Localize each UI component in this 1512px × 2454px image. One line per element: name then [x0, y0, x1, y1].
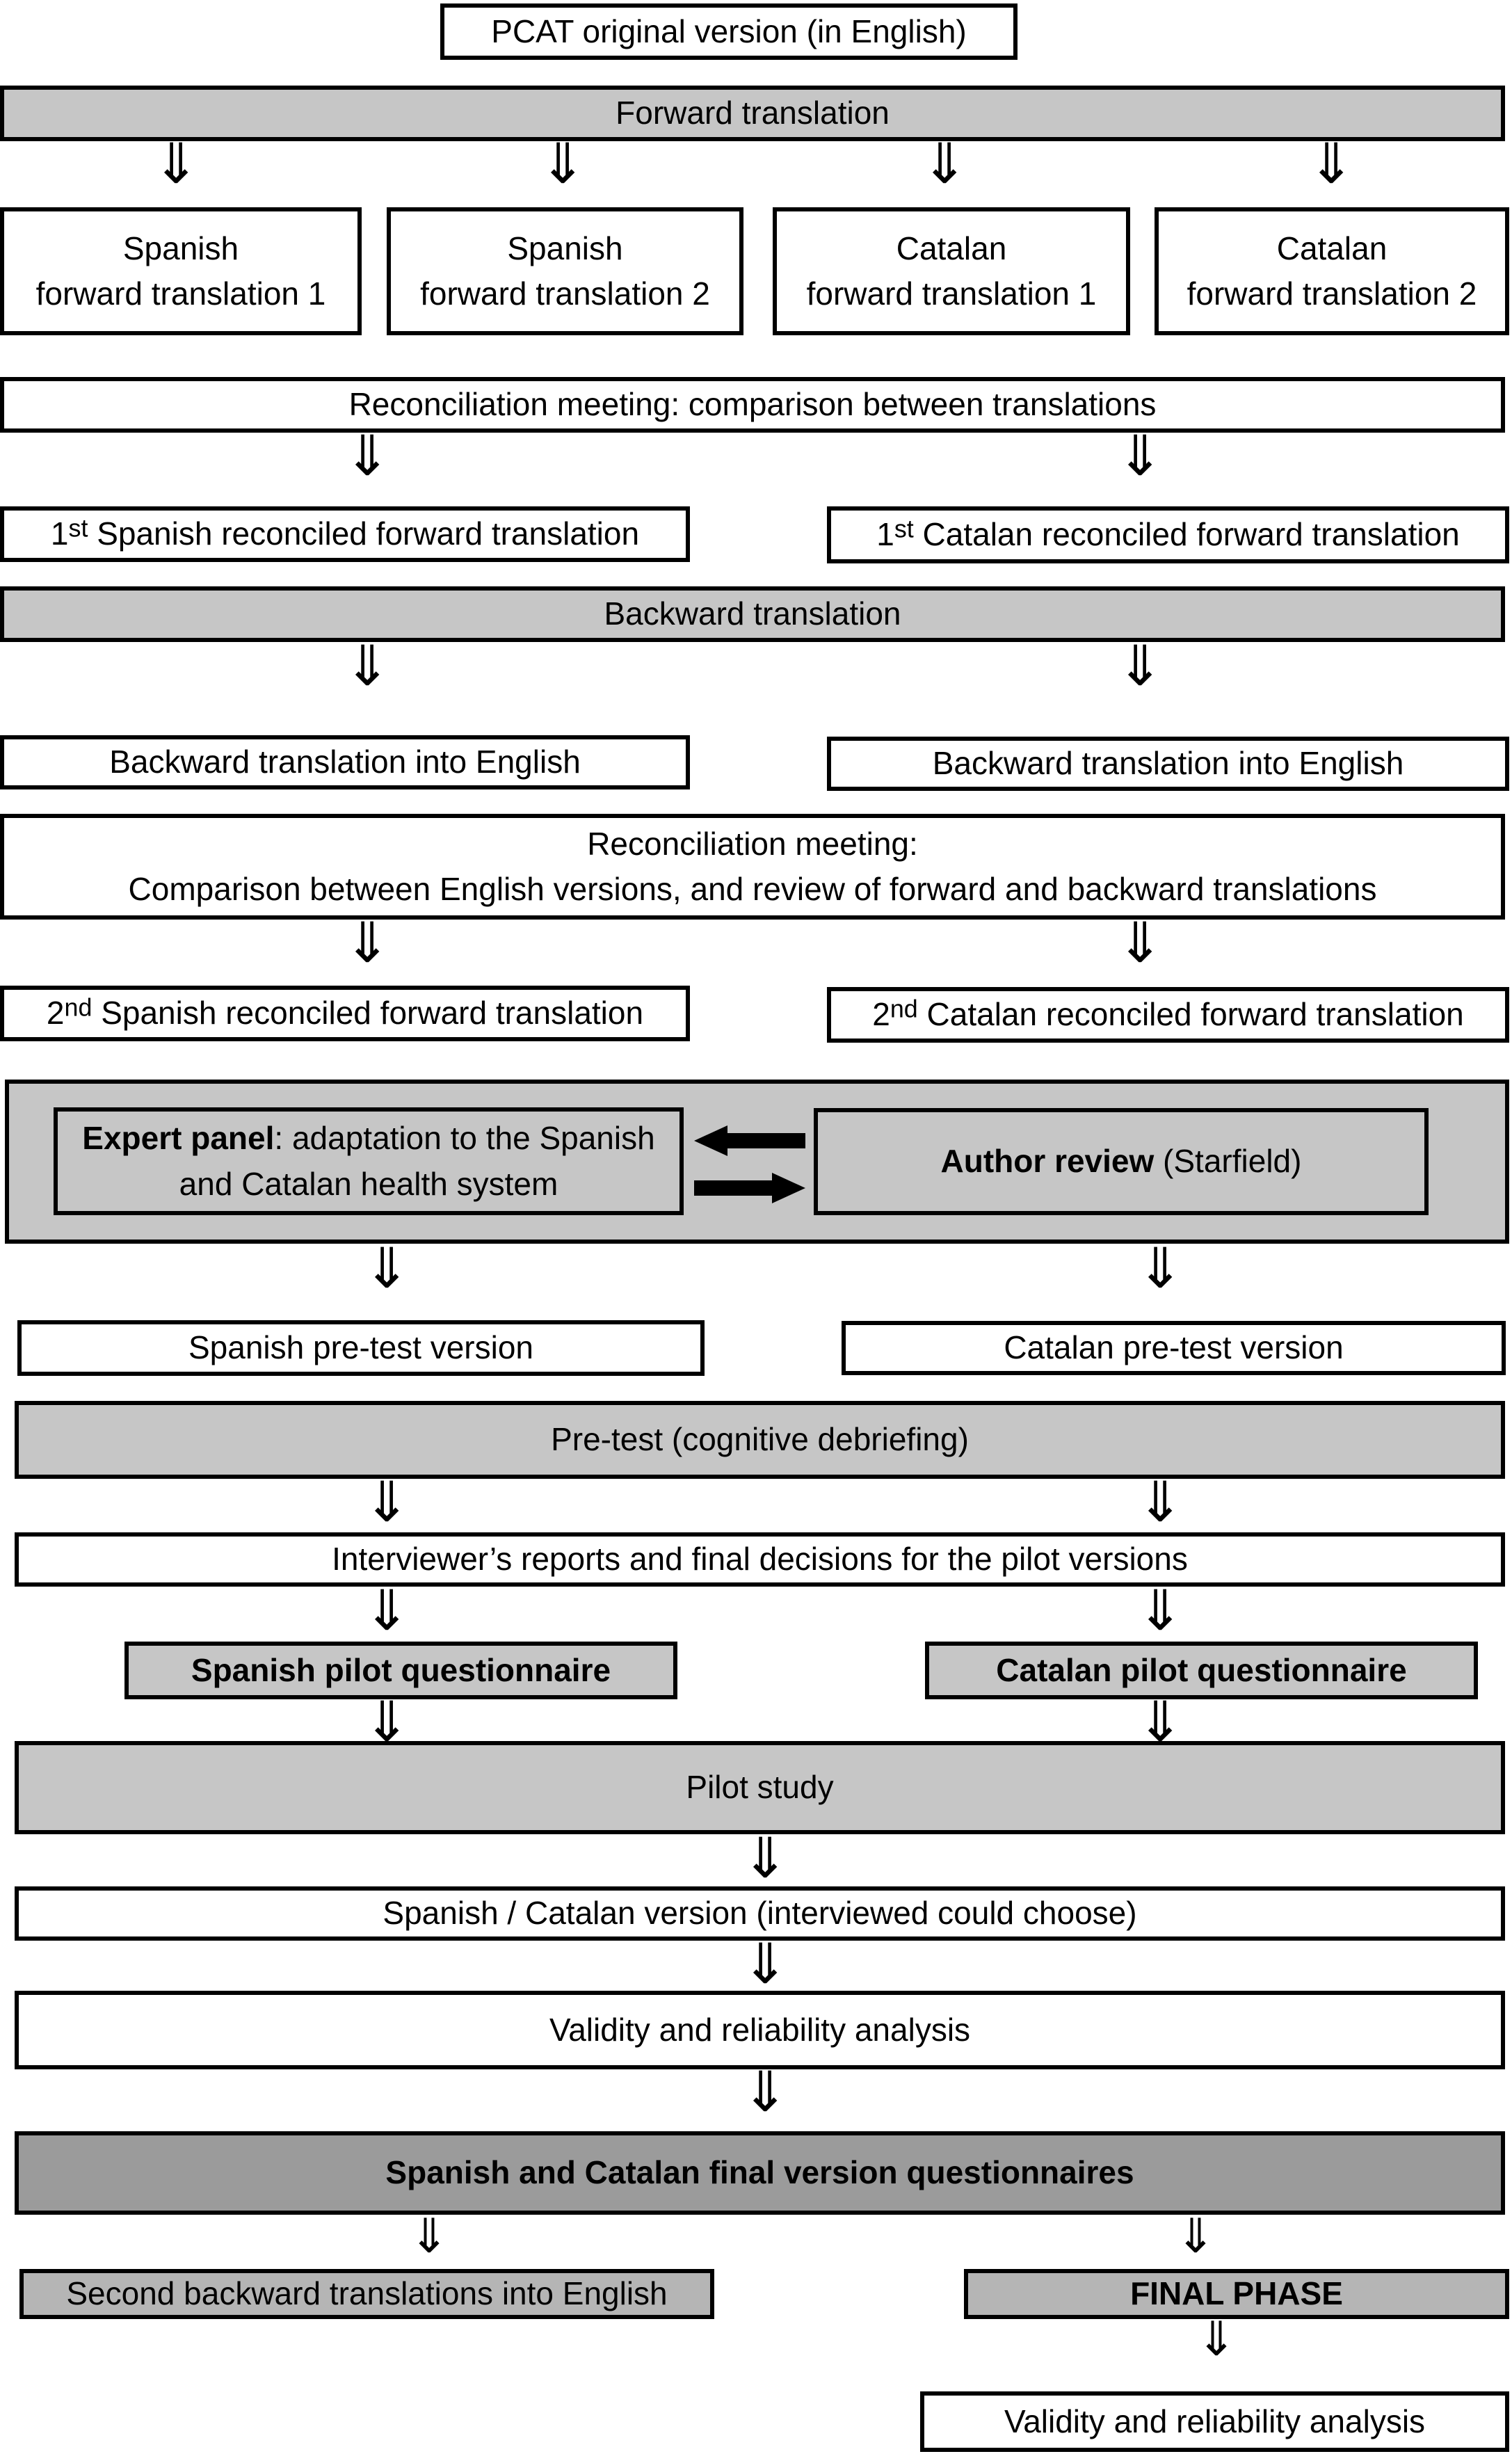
spanish-ft1-line1: Spanish [122, 230, 239, 266]
catalan-ft1-line1: Catalan [896, 230, 1007, 266]
final-phase-label: FINAL PHASE [1130, 2275, 1343, 2312]
backward-into-english-right-box: Backward translation into English [827, 737, 1509, 791]
down-arrow-icon: ⇓ [363, 1470, 410, 1534]
down-arrow-icon: ⇓ [344, 634, 391, 698]
pcat-original-box: PCAT original version (in English) [440, 3, 1018, 60]
expert-panel-line1: Expert panel: adaptation to the Spanish [82, 1120, 655, 1157]
second-catalan-reconciled-box: 2nd Catalan reconciled forward translati… [827, 987, 1509, 1043]
down-arrow-icon: ⇓ [921, 131, 968, 196]
down-arrow-icon: ⇓ [1136, 1578, 1184, 1643]
spanish-ft1-line2: forward translation 1 [35, 275, 326, 312]
catalan-pretest-label: Catalan pre-test version [1004, 1329, 1344, 1366]
spanish-ft2-line1: Spanish [507, 230, 623, 266]
catalan-ft2-line2: forward translation 2 [1187, 275, 1477, 312]
spanish-catalan-version-bar: Spanish / Catalan version (interviewed c… [15, 1886, 1505, 1941]
catalan-forward-translation-2-box: Catalan forward translation 2 [1155, 207, 1509, 335]
interviewer-reports-label: Interviewer’s reports and final decision… [332, 1541, 1188, 1578]
forward-translation-label: Forward translation [616, 95, 890, 131]
down-arrow-icon: ⇓ [1175, 2209, 1216, 2264]
pilot-study-bar: Pilot study [15, 1741, 1505, 1834]
down-arrow-icon: ⇓ [1136, 1470, 1184, 1534]
forward-translation-bar: Forward translation [0, 86, 1505, 141]
catalan-pretest-version-box: Catalan pre-test version [842, 1321, 1506, 1375]
down-arrow-icon: ⇓ [1136, 1690, 1184, 1754]
down-arrow-icon: ⇓ [1116, 911, 1164, 975]
backward-translation-label: Backward translation [604, 595, 901, 632]
first-catalan-reconciled-box: 1st Catalan reconciled forward translati… [827, 506, 1509, 563]
reconciliation-2-line1: Reconciliation meeting: [587, 825, 918, 862]
first-spanish-label: 1st Spanish reconciled forward translati… [50, 514, 640, 552]
catalan-pilot-questionnaire-box: Catalan pilot questionnaire [925, 1642, 1478, 1699]
expert-panel-line2: and Catalan health system [179, 1165, 558, 1202]
down-arrow-icon: ⇓ [1136, 1236, 1184, 1301]
spanish-pilot-questionnaire-box: Spanish pilot questionnaire [124, 1642, 677, 1699]
pretest-label: Pre-test (cognitive debriefing) [551, 1421, 969, 1458]
catalan-ft1-line2: forward translation 1 [806, 275, 1097, 312]
down-arrow-icon: ⇓ [741, 2060, 789, 2124]
spanish-forward-translation-2-box: Spanish forward translation 2 [387, 207, 743, 335]
down-arrow-icon: ⇓ [1308, 131, 1355, 196]
second-spanish-label: 2nd Spanish reconciled forward translati… [46, 993, 644, 1032]
down-arrow-icon: ⇓ [741, 1932, 789, 1996]
down-arrow-icon: ⇓ [1116, 424, 1164, 488]
spanish-pretest-label: Spanish pre-test version [188, 1329, 534, 1366]
down-arrow-icon: ⇓ [741, 1826, 789, 1891]
pretest-cognitive-debriefing-bar: Pre-test (cognitive debriefing) [15, 1401, 1505, 1479]
pilot-study-label: Pilot study [686, 1769, 834, 1806]
down-arrow-icon: ⇓ [344, 424, 391, 488]
down-arrow-icon: ⇓ [363, 1236, 410, 1301]
author-review-box: Author review (Starfield) [814, 1108, 1429, 1215]
author-review-label: Author review (Starfield) [940, 1143, 1302, 1180]
bte-left-label: Backward translation into English [109, 744, 581, 780]
final-version-questionnaires-bar: Spanish and Catalan final version questi… [15, 2131, 1505, 2215]
expert-panel-box: Expert panel: adaptation to the Spanish … [54, 1107, 684, 1215]
second-spanish-reconciled-box: 2nd Spanish reconciled forward translati… [0, 986, 690, 1041]
down-arrow-icon: ⇓ [152, 131, 200, 196]
bte-right-label: Backward translation into English [932, 745, 1404, 782]
down-arrow-icon: ⇓ [1196, 2312, 1237, 2367]
reconciliation-meeting-1-bar: Reconciliation meeting: comparison betwe… [0, 377, 1505, 433]
final-phase-box: FINAL PHASE [964, 2269, 1509, 2319]
reconciliation-1-label: Reconciliation meeting: comparison betwe… [348, 386, 1157, 423]
down-arrow-icon: ⇓ [344, 911, 391, 975]
validity-2-label: Validity and reliability analysis [1004, 2403, 1426, 2439]
spanish-ft2-line2: forward translation 2 [420, 275, 710, 312]
spanish-pilot-label: Spanish pilot questionnaire [191, 1651, 611, 1688]
down-arrow-icon: ⇓ [409, 2209, 449, 2264]
solid-left-arrow-icon [694, 1125, 805, 1156]
solid-right-arrow-icon [694, 1173, 805, 1203]
down-arrow-icon: ⇓ [363, 1578, 410, 1643]
interviewer-reports-bar: Interviewer’s reports and final decision… [15, 1532, 1505, 1587]
catalan-pilot-label: Catalan pilot questionnaire [996, 1651, 1407, 1688]
first-spanish-reconciled-box: 1st Spanish reconciled forward translati… [0, 506, 690, 562]
validity-1-label: Validity and reliability analysis [549, 2011, 971, 2048]
validity-reliability-bar: Validity and reliability analysis [15, 1991, 1505, 2069]
second-backward-label: Second backward translations into Englis… [66, 2275, 668, 2312]
sc-version-label: Spanish / Catalan version (interviewed c… [383, 1895, 1137, 1932]
catalan-ft2-line1: Catalan [1276, 230, 1388, 266]
pcat-original-label: PCAT original version (in English) [491, 13, 967, 49]
spanish-pretest-version-box: Spanish pre-test version [17, 1320, 705, 1376]
down-arrow-icon: ⇓ [539, 131, 586, 196]
backward-into-english-left-box: Backward translation into English [0, 735, 690, 789]
catalan-forward-translation-1-box: Catalan forward translation 1 [773, 207, 1130, 335]
down-arrow-icon: ⇓ [1116, 634, 1164, 698]
down-arrow-icon: ⇓ [363, 1690, 410, 1754]
final-validity-reliability-box: Validity and reliability analysis [920, 2391, 1509, 2452]
final-questionnaires-label: Spanish and Catalan final version questi… [385, 2154, 1134, 2191]
reconciliation-meeting-2-box: Reconciliation meeting: Comparison betwe… [0, 814, 1505, 920]
spanish-forward-translation-1-box: Spanish forward translation 1 [0, 207, 362, 335]
reconciliation-2-line2: Comparison between English versions, and… [128, 871, 1377, 907]
first-catalan-label: 1st Catalan reconciled forward translati… [876, 515, 1460, 553]
backward-translation-bar: Backward translation [0, 586, 1505, 642]
second-catalan-label: 2nd Catalan reconciled forward translati… [872, 995, 1464, 1033]
second-backward-translations-box: Second backward translations into Englis… [19, 2269, 714, 2319]
